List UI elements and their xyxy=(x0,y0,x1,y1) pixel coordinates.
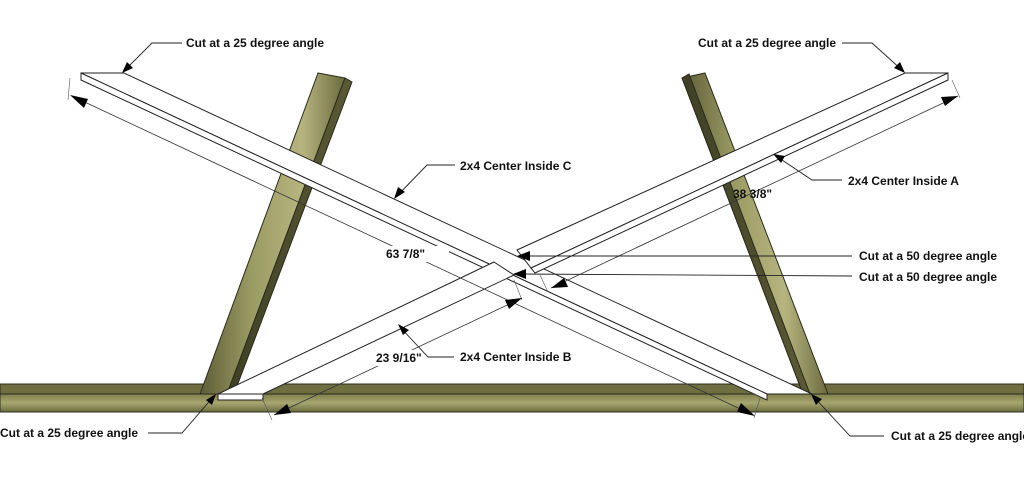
callout-cut-25-bottom-left: Cut at a 25 degree angle xyxy=(0,394,216,440)
board-center-inside-c xyxy=(80,72,813,401)
callout-cut-50-upper-label: Cut at a 50 degree angle xyxy=(859,249,997,263)
left-leg xyxy=(199,72,353,395)
callout-cut-25-top-right: Cut at a 25 degree angle xyxy=(698,36,905,73)
board-center-inside-b xyxy=(217,261,516,401)
dimension-b-label: 23 9/16" xyxy=(376,351,422,365)
callout-cut-25-top-left: Cut at a 25 degree angle xyxy=(122,36,324,73)
right-leg xyxy=(681,72,829,395)
board-center-inside-a xyxy=(516,72,949,274)
callout-center-inside-a-label: 2x4 Center Inside A xyxy=(848,174,959,188)
dimension-b: 23 9/16" xyxy=(261,279,523,421)
dimension-c: 63 7/8" xyxy=(67,77,761,419)
callout-cut-50-lower-label: Cut at a 50 degree angle xyxy=(859,270,997,284)
callout-center-inside-b-label: 2x4 Center Inside B xyxy=(460,350,572,364)
callout-cut-25-bottom-right-label: Cut at a 25 degree angle xyxy=(891,429,1024,443)
callout-center-inside-b: 2x4 Center Inside B xyxy=(398,324,572,364)
bottom-board xyxy=(0,383,1024,413)
callout-cut-50-upper: Cut at a 50 degree angle xyxy=(517,249,997,263)
callout-cut-25-top-right-label: Cut at a 25 degree angle xyxy=(698,36,836,50)
callout-center-inside-c-label: 2x4 Center Inside C xyxy=(460,159,572,173)
callout-center-inside-a: 2x4 Center Inside A xyxy=(773,154,959,188)
callout-cut-50-lower: Cut at a 50 degree angle xyxy=(513,269,997,284)
dimension-a-label: 38 3/8" xyxy=(733,187,772,201)
callout-cut-25-top-left-label: Cut at a 25 degree angle xyxy=(186,36,324,50)
callout-cut-25-bottom-right: Cut at a 25 degree angle xyxy=(811,394,1024,443)
callout-cut-25-bottom-left-label: Cut at a 25 degree angle xyxy=(0,426,138,440)
callout-center-inside-c: 2x4 Center Inside C xyxy=(394,159,572,199)
dimension-c-label: 63 7/8" xyxy=(386,247,425,261)
